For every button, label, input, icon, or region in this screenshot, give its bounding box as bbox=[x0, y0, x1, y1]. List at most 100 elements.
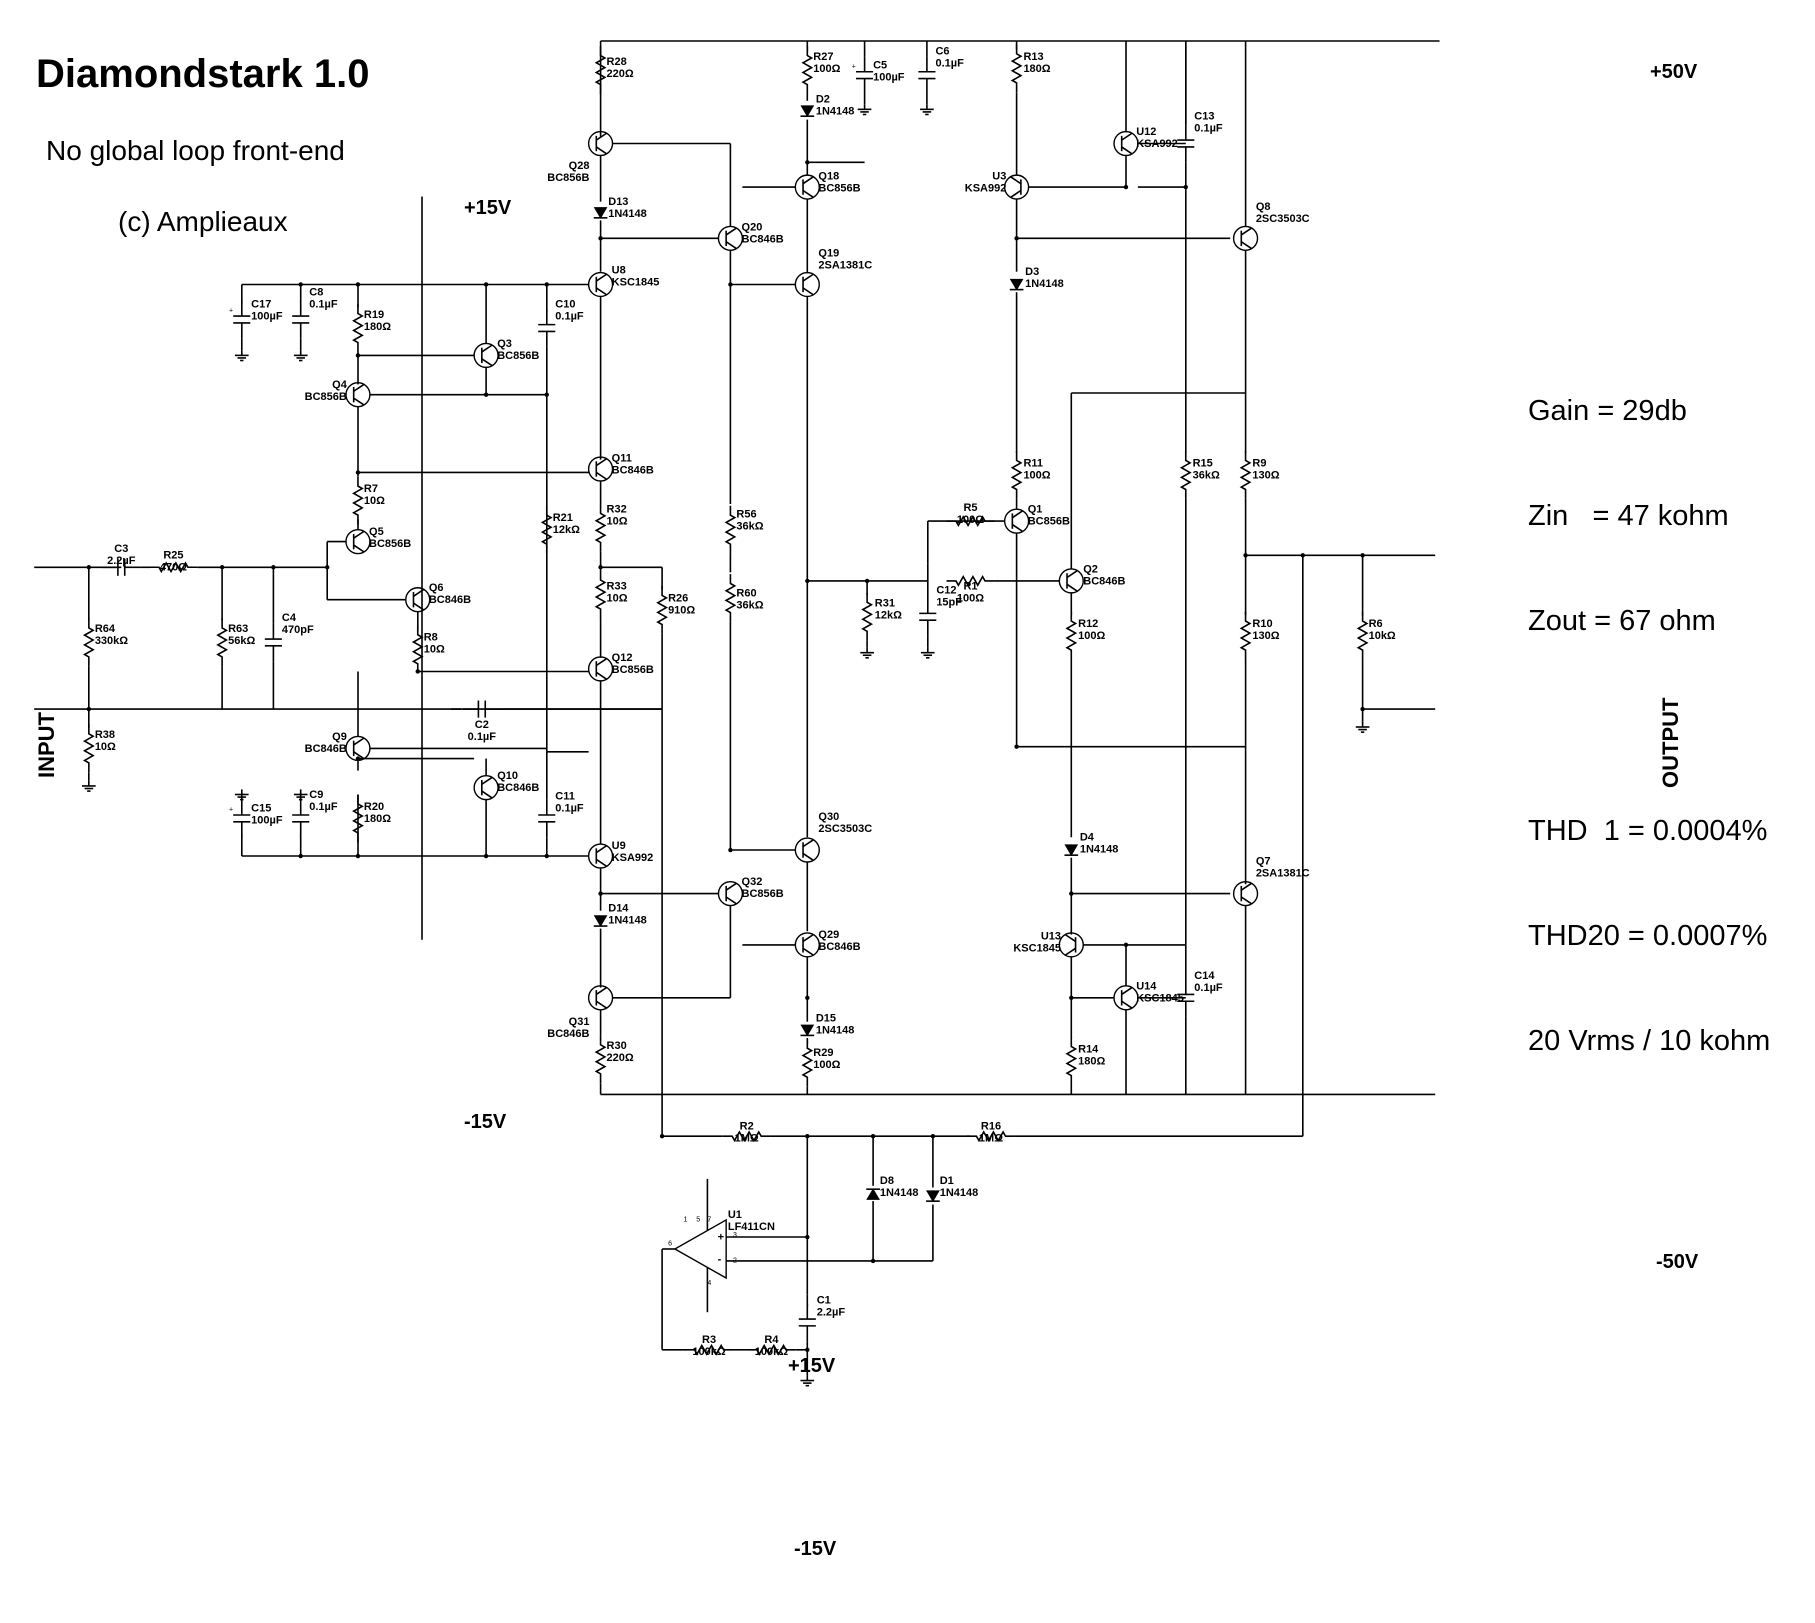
transistor-emitter bbox=[725, 896, 737, 905]
spec-thd1: THD 1 = 0.0004% bbox=[1528, 815, 1768, 847]
component-value-label: 2SA1381C bbox=[1256, 868, 1310, 880]
junction-dot bbox=[870, 1258, 876, 1264]
spec-condition: 20 Vrms / 10 kohm bbox=[1528, 1025, 1771, 1057]
transistor-emitter bbox=[1010, 189, 1022, 199]
component-value-label: BC846B bbox=[742, 234, 784, 246]
component-ref-label: C14 bbox=[1194, 970, 1215, 982]
component-ref-label: D3 bbox=[1025, 266, 1039, 278]
junction-dot bbox=[544, 392, 549, 397]
component-ref-label: R32 bbox=[607, 504, 627, 516]
component-value-label: 100µF bbox=[873, 71, 905, 83]
transistor-emitter bbox=[1064, 947, 1077, 956]
junction-dot bbox=[1123, 942, 1129, 948]
component-ref-label: R6 bbox=[1369, 618, 1383, 630]
transistor-collector bbox=[595, 845, 607, 854]
diode-d2 bbox=[800, 105, 815, 118]
component-ref-label: Q20 bbox=[742, 222, 763, 234]
component-value-label: BC856B bbox=[547, 172, 589, 184]
component-value-label: 2.2µF bbox=[107, 555, 136, 567]
component-ref-label: Q3 bbox=[497, 338, 512, 350]
transistor-emitter bbox=[1121, 1000, 1133, 1009]
component-value-label: 1N4148 bbox=[816, 106, 855, 118]
component-ref-label: R1 bbox=[963, 580, 977, 592]
transistor-collector bbox=[802, 273, 814, 282]
diode-d8 bbox=[866, 1188, 880, 1200]
resistor-r8 bbox=[411, 625, 424, 674]
resistor-r31 bbox=[861, 592, 874, 641]
opamp-plus: + bbox=[718, 1231, 724, 1243]
transistor-collector bbox=[595, 458, 607, 467]
component-value-label: 2SA1381C bbox=[818, 259, 872, 271]
junction-dot bbox=[598, 236, 603, 241]
rail-minus-15v-opamp: -15V bbox=[794, 1538, 837, 1560]
component-value-label: KSA992 bbox=[612, 852, 654, 864]
output-port-label: OUTPUT bbox=[1658, 697, 1683, 788]
rail-minus-15v-frontend: -15V bbox=[464, 1111, 507, 1133]
component-ref-label: C8 bbox=[309, 287, 323, 299]
component-ref-label: C12 bbox=[936, 585, 956, 597]
component-value-label: 12kΩ bbox=[875, 610, 902, 622]
component-ref-label: U13 bbox=[1041, 931, 1061, 943]
component-ref-label: R21 bbox=[553, 512, 573, 524]
component-ref-label: R11 bbox=[1023, 457, 1043, 469]
transistor-emitter bbox=[802, 287, 814, 296]
resistor-r30 bbox=[594, 1035, 607, 1084]
junction-dot bbox=[544, 853, 549, 859]
component-value-label: 130Ω bbox=[1252, 469, 1279, 481]
component-value-label: 2.2µF bbox=[817, 1307, 846, 1319]
component-ref-label: R30 bbox=[607, 1040, 627, 1052]
component-value-label: 10Ω bbox=[607, 516, 628, 528]
component-value-label: BC856B bbox=[742, 888, 784, 900]
component-value-label: 100Ω bbox=[813, 63, 840, 75]
transistor-emitter bbox=[353, 751, 365, 760]
transistor-emitter bbox=[1121, 146, 1133, 155]
component-value-label: 1MΩ bbox=[735, 1132, 759, 1144]
component-ref-label: R9 bbox=[1252, 457, 1266, 469]
component-ref-label: R29 bbox=[813, 1047, 833, 1059]
transistor-u8 bbox=[587, 271, 614, 298]
component-ref-label: R8 bbox=[424, 632, 438, 644]
component-value-label: 130Ω bbox=[1252, 630, 1279, 642]
component-value-label: 100Ω bbox=[1078, 630, 1105, 642]
component-value-label: 10Ω bbox=[424, 644, 445, 656]
component-value-label: 0.1µF bbox=[935, 58, 964, 70]
component-value-label: 1N4148 bbox=[940, 1187, 979, 1199]
component-value-label: BC856B bbox=[612, 664, 654, 676]
component-value-label: 330kΩ bbox=[95, 635, 128, 647]
component-ref-label: D14 bbox=[608, 903, 629, 915]
opamp-pin-number: 6 bbox=[668, 1241, 672, 1248]
transistor-collector bbox=[481, 344, 493, 353]
transistor-emitter bbox=[1240, 896, 1252, 905]
junction-dot bbox=[659, 1134, 665, 1139]
junction-dot bbox=[355, 353, 361, 358]
opamp-pin-number: 3 bbox=[733, 1232, 737, 1239]
transistor-q9 bbox=[345, 735, 371, 762]
transistor-collector bbox=[802, 839, 814, 848]
transistor-collector bbox=[1121, 132, 1133, 141]
component-value-label: KSC1845 bbox=[1013, 943, 1061, 955]
component-value-label: 180Ω bbox=[364, 321, 391, 333]
component-value-label: 100µF bbox=[251, 311, 283, 323]
component-value-label: 0.1µF bbox=[1194, 982, 1223, 994]
transistor-q4 bbox=[345, 382, 371, 408]
transistor-collector bbox=[595, 273, 607, 282]
component-value-label: 220Ω bbox=[607, 68, 634, 80]
resistor-r2 bbox=[722, 1130, 771, 1143]
transistor-collector bbox=[725, 882, 737, 891]
opamp-pin-number: 4 bbox=[707, 1280, 711, 1287]
junction-dot bbox=[598, 891, 603, 896]
diode-d4 bbox=[1064, 844, 1079, 857]
resistor-r3 bbox=[685, 1343, 733, 1356]
component-ref-label: C1 bbox=[817, 1295, 831, 1307]
opamp-pin-number: 2 bbox=[733, 1258, 737, 1265]
component-ref-label: Q18 bbox=[818, 170, 839, 182]
transistor-u13 bbox=[1058, 932, 1084, 958]
transistor-emitter bbox=[595, 146, 607, 155]
component-ref-label: Q30 bbox=[818, 811, 839, 823]
transistor-emitter bbox=[413, 602, 425, 611]
resistor-r38 bbox=[82, 724, 95, 773]
component-ref-label: Q7 bbox=[1256, 856, 1271, 868]
transistor-collector bbox=[1064, 933, 1077, 943]
component-value-label: 15pF bbox=[936, 597, 962, 609]
component-value-label: 220Ω bbox=[607, 1052, 634, 1064]
